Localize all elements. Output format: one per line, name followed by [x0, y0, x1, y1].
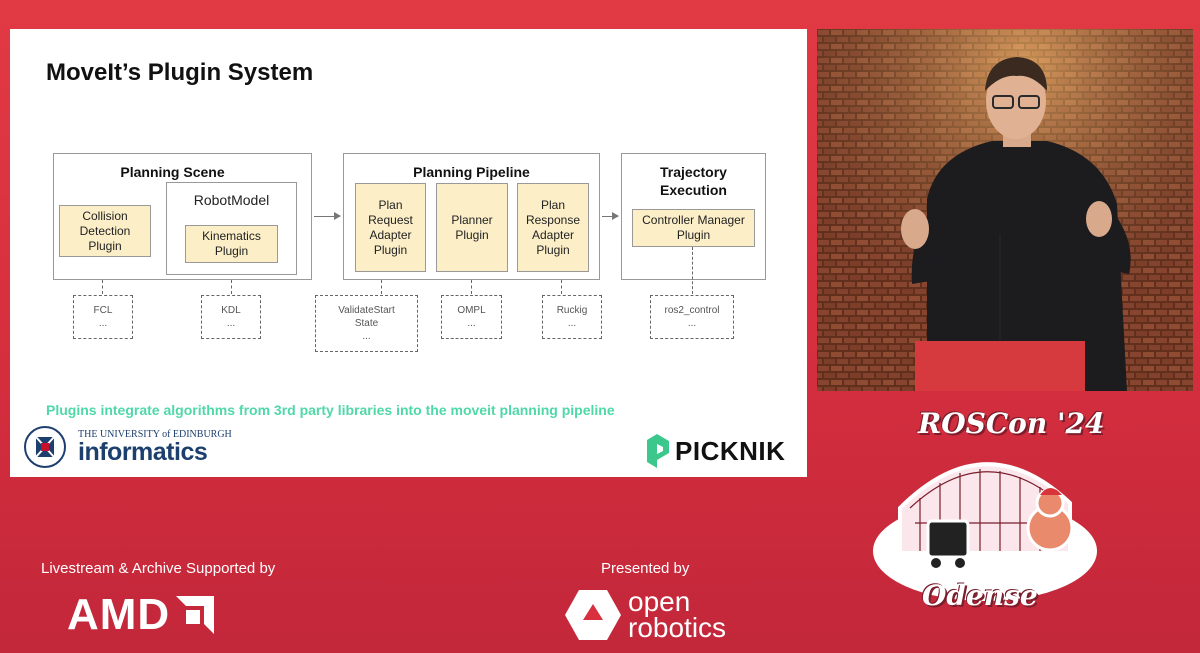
slide-title: MoveIt’s Plugin System — [46, 59, 314, 86]
library-more: ... — [226, 318, 236, 329]
open-robotics-mark-icon — [565, 590, 621, 640]
plan-response-adapter-plugin: Plan Response Adapter Plugin — [517, 183, 589, 272]
presented-by-label: Presented by — [601, 560, 690, 577]
library-more: ... — [467, 318, 476, 329]
trajectory-execution-title: Trajectory Execution — [660, 164, 727, 198]
library-name: KDL — [221, 305, 241, 316]
robotics-label: robotics — [628, 612, 727, 643]
arrow-pipeline-to-execution — [602, 212, 619, 220]
connector-ompl — [471, 280, 472, 294]
speaker-video — [817, 29, 1193, 391]
robot-model-title: RobotModel — [193, 192, 270, 208]
controller-manager-plugin: Controller Manager Plugin — [632, 209, 755, 247]
connector-kdl — [231, 280, 232, 294]
university-crest-icon — [24, 426, 66, 468]
planning-scene-title: Planning Scene — [120, 164, 225, 180]
roscon-illustration — [873, 462, 1097, 601]
roscon-badge: ROSCon '24 Odense — [860, 403, 1110, 623]
library-kdl: KDL ... — [201, 295, 261, 339]
open-label: open — [628, 586, 691, 617]
library-ompl: OMPL ... — [441, 295, 502, 339]
library-name: ros2_control — [664, 305, 720, 316]
library-more: ... — [687, 318, 697, 329]
picknik-wordmark: PICKNIK — [675, 435, 786, 466]
picknik-mark-icon — [647, 434, 669, 468]
amd-arrow-icon — [176, 596, 215, 634]
planner-plugin: Planner Plugin — [436, 183, 508, 272]
library-validate-start-state: ValidateStart State ... — [315, 295, 418, 352]
trajectory-execution-box: Trajectory Execution Controller Manager … — [621, 153, 766, 280]
amd-wordmark: AMD — [67, 590, 171, 639]
speaker-video-frame — [817, 29, 1193, 391]
open-robotics-logo: open robotics — [565, 586, 745, 643]
library-more: ... — [567, 318, 577, 329]
connector-ruckig — [561, 280, 562, 294]
library-name: ValidateStart State — [338, 305, 395, 329]
arrow-scene-to-pipeline — [314, 212, 341, 220]
roscon-city: Odense — [922, 579, 1038, 612]
library-fcl: FCL ... — [73, 295, 133, 339]
library-more: ... — [98, 318, 108, 329]
livestream-label: Livestream & Archive Supported by — [41, 560, 276, 577]
amd-logo: AMD — [67, 590, 215, 640]
robot-model-box: RobotModel Kinematics Plugin — [166, 182, 297, 275]
connector-validate — [381, 280, 382, 294]
planning-pipeline-box: Planning Pipeline Plan Request Adapter P… — [343, 153, 600, 280]
slide-caption: Plugins integrate algorithms from 3rd pa… — [46, 402, 615, 418]
kinematics-plugin: Kinematics Plugin — [185, 225, 278, 263]
library-name: Ruckig — [556, 305, 588, 316]
collision-detection-plugin: Collision Detection Plugin — [59, 205, 151, 257]
informatics-label: informatics — [78, 438, 208, 466]
connector-fcl — [102, 280, 103, 294]
planning-scene-box: Planning Scene Collision Detection Plugi… — [53, 153, 312, 280]
library-ruckig: Ruckig ... — [542, 295, 602, 339]
library-more: ... — [362, 331, 371, 342]
presentation-slide: MoveIt’s Plugin System Planning Scene Co… — [10, 29, 807, 477]
library-name: OMPL — [457, 305, 486, 316]
picknik-logo: PICKNIK — [647, 434, 785, 468]
library-name: FCL — [93, 305, 113, 316]
plan-request-adapter-plugin: Plan Request Adapter Plugin — [355, 183, 426, 272]
library-ros2-control: ros2_control ... — [650, 295, 734, 339]
university-name: THE UNIVERSITY of EDINBURGH — [78, 429, 232, 440]
connector-ros2-control — [692, 247, 693, 294]
roscon-title: ROSCon '24 — [918, 407, 1105, 440]
planning-pipeline-title: Planning Pipeline — [413, 164, 530, 180]
